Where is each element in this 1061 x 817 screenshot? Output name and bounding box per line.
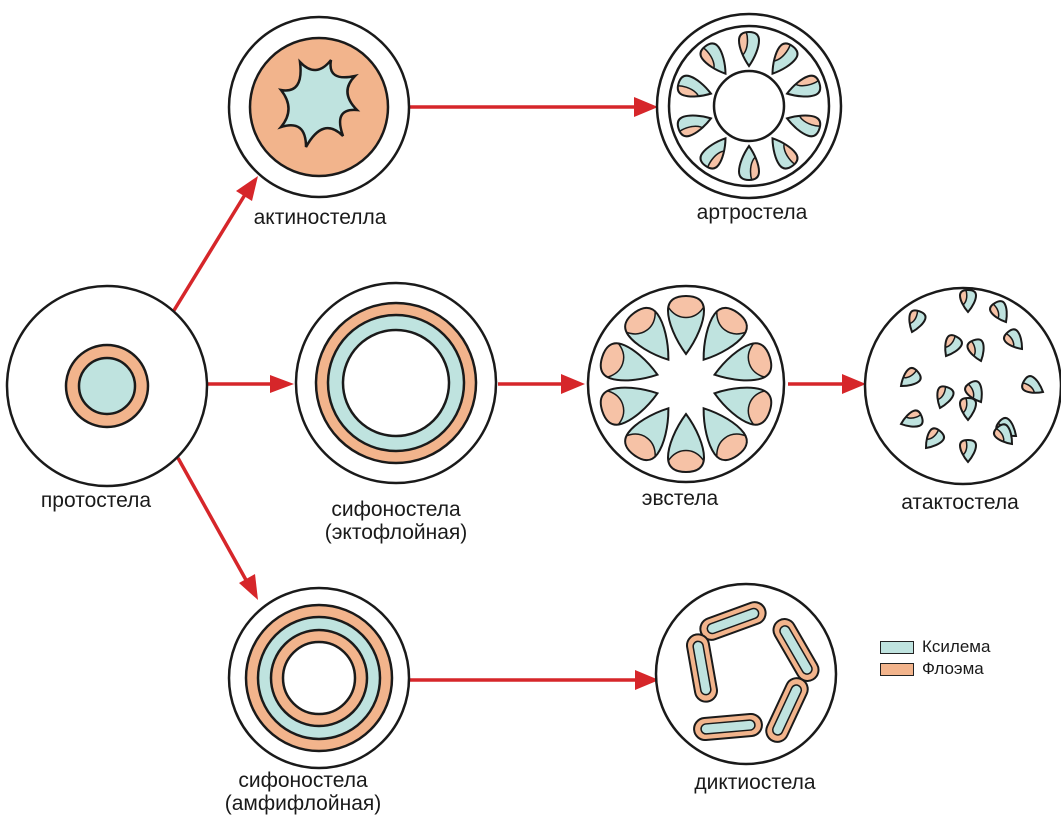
label-atactostele: атактостела (901, 491, 1019, 514)
atactostele-bundle (958, 288, 978, 314)
atactostele-bundle (965, 337, 985, 363)
dictyostele-meristele (765, 677, 809, 743)
protostele-diagram (5, 284, 209, 488)
arrowhead-eu-to-atacto (842, 374, 866, 394)
label-siphonostele-amphi-1: сифоностела (238, 769, 368, 792)
dictyostele-diagram (654, 582, 838, 766)
atactostele-bundle (963, 380, 983, 404)
eustele-bundle (666, 294, 706, 356)
legend-item-xylem: Ксилема (880, 636, 990, 658)
phloem-swatch (880, 662, 914, 676)
legend-label-xylem: Ксилема (922, 637, 991, 656)
eustele-diagram (586, 284, 786, 484)
legend-label-phloem: Флоэма (922, 659, 984, 678)
label-protostele: протостела (40, 489, 152, 512)
label-arthrostele: артростела (696, 201, 808, 224)
xylem-swatch (880, 640, 914, 654)
arrow-proto-to-actino (171, 192, 248, 313)
label-siphonostele-ecto-2: (эктофлойная) (324, 521, 468, 544)
legend: Ксилема Флоэма (880, 636, 990, 680)
arrow-proto-to-siphono-amphi (176, 457, 248, 581)
actinostele-diagram (227, 15, 411, 199)
arrowhead-amphi-to-dictyo (635, 670, 659, 690)
siphonostele-amphi-diagram (227, 586, 411, 770)
dictyostele-meristele (772, 618, 820, 682)
atactostele-diagram (863, 286, 1061, 486)
arrows (171, 97, 866, 690)
siphonostele-ecto-diagram (294, 281, 498, 485)
arthro-bundle (737, 144, 761, 182)
label-dictyostele: диктиостела (694, 771, 816, 794)
arrowhead-siphono-to-eu (561, 374, 585, 394)
dictyostele-meristele (699, 601, 767, 641)
dictyostele-meristele (686, 633, 718, 703)
arrowhead-proto-to-siphono-ecto (270, 375, 294, 393)
label-actinostele: актиностелла (253, 206, 387, 229)
arthrostele-diagram (655, 12, 843, 200)
label-siphonostele-ecto-1: сифоностела (331, 498, 461, 521)
dictyostele-meristele (693, 712, 763, 742)
arrowhead-proto-to-siphono-amphi (239, 574, 258, 600)
eustele-bundle (666, 412, 706, 474)
label-eustele: эвстела (641, 487, 719, 510)
legend-item-phloem: Флоэма (880, 658, 990, 680)
arrowhead-actino-to-arthro (634, 97, 658, 117)
label-siphonostele-amphi-2: (амфифлойная) (224, 792, 382, 815)
arrowhead-proto-to-actino (236, 176, 258, 201)
dictyostele-bundles (686, 601, 820, 743)
